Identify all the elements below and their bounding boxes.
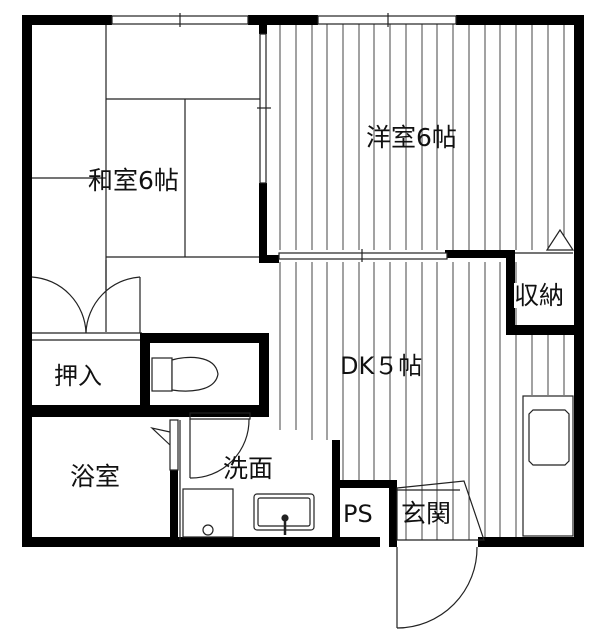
sink <box>253 493 315 535</box>
dk-flooring <box>279 262 565 540</box>
washer <box>182 488 234 538</box>
entrance-door <box>396 546 478 629</box>
genkan-step <box>396 480 485 541</box>
room-label-dk: DK５帖 <box>340 352 423 380</box>
youshitsu-flooring <box>279 24 565 250</box>
bath-door <box>150 412 251 540</box>
room-label-oshiire: 押入 <box>54 362 102 390</box>
room-label-ps: PS <box>343 500 373 528</box>
storage-triangle <box>515 228 575 254</box>
walls <box>22 15 584 547</box>
room-label-yokushitsu: 浴室 <box>70 462 121 491</box>
kitchen-counter <box>522 395 574 537</box>
room-label-senmen: 洗面 <box>223 454 274 483</box>
room-label-youshitsu: 洋室6帖 <box>366 123 457 152</box>
room-label-genkan: 玄関 <box>401 499 452 528</box>
windows <box>111 13 457 262</box>
closet-doors <box>30 260 142 341</box>
toilet <box>151 356 219 392</box>
room-label-shuno: 収納 <box>514 281 565 310</box>
room-label-washitsu: 和室6帖 <box>88 166 179 195</box>
